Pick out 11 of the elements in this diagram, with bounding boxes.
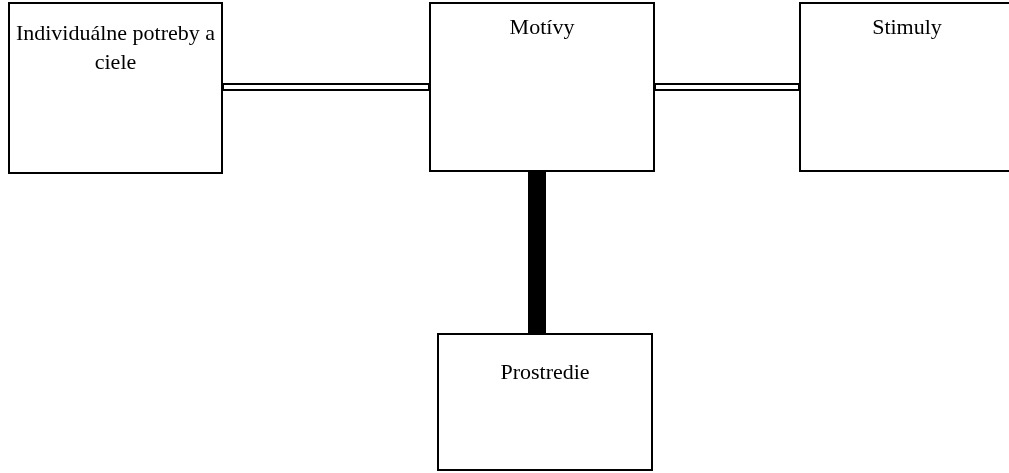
box-label: Stimuly	[872, 13, 942, 41]
process-box	[8, 2, 223, 174]
process-box	[437, 333, 653, 471]
connector-bar	[222, 83, 430, 91]
process-box	[799, 2, 1009, 172]
box-label: Motívy	[509, 13, 575, 41]
connector-bar	[528, 171, 546, 334]
connector-bar	[654, 83, 800, 91]
process-box	[429, 2, 655, 172]
box-label: Individuálne potreby a ciele	[14, 19, 217, 76]
box-label: Prostredie	[500, 358, 590, 386]
